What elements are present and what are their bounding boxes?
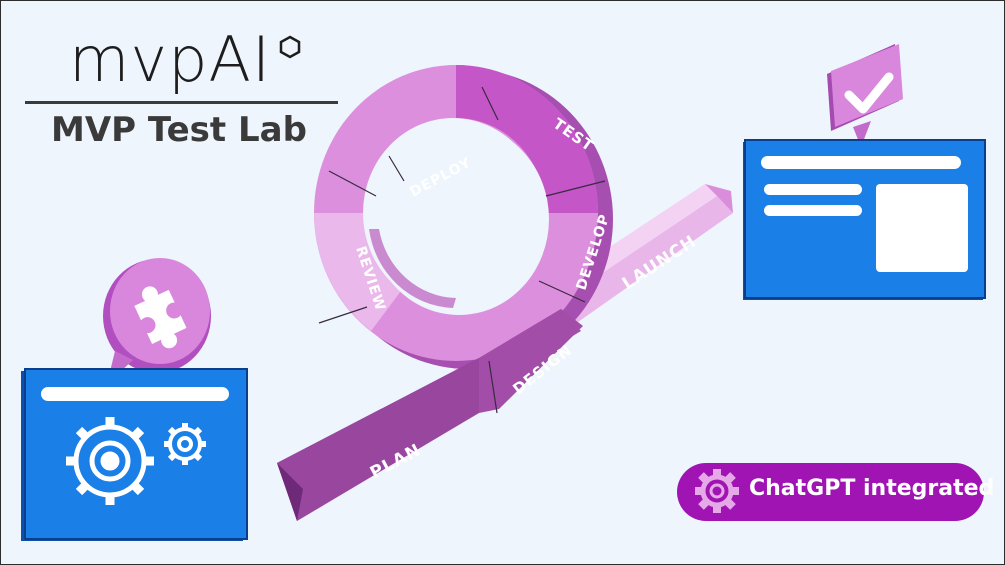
hexagon-logo-icon <box>279 35 301 59</box>
ring-dividers <box>318 86 606 324</box>
document-layout-icon <box>876 184 968 272</box>
page-title: MVP Test Lab <box>51 110 307 150</box>
gears-window-illustration <box>21 258 248 541</box>
document-window-illustration <box>743 44 986 300</box>
logo-text: mvpAI <box>69 23 272 96</box>
gear-small-icon <box>164 423 206 465</box>
gear-large-icon <box>66 417 154 505</box>
checkmark-icon <box>844 72 894 114</box>
ring-hole-inner <box>363 118 543 308</box>
logo-divider <box>25 101 338 104</box>
gear-icon <box>695 469 739 513</box>
plan-beam <box>277 309 583 521</box>
ring-segment-dark <box>456 65 598 213</box>
puzzle-piece-icon <box>134 286 187 349</box>
ring-segment-light <box>314 213 401 331</box>
ring-hole-shadow <box>369 229 456 308</box>
check-bubble <box>827 44 903 147</box>
puzzle-bubble <box>103 258 211 384</box>
chatgpt-badge <box>677 463 984 521</box>
badge-label: ChatGPT integrated <box>749 476 995 501</box>
